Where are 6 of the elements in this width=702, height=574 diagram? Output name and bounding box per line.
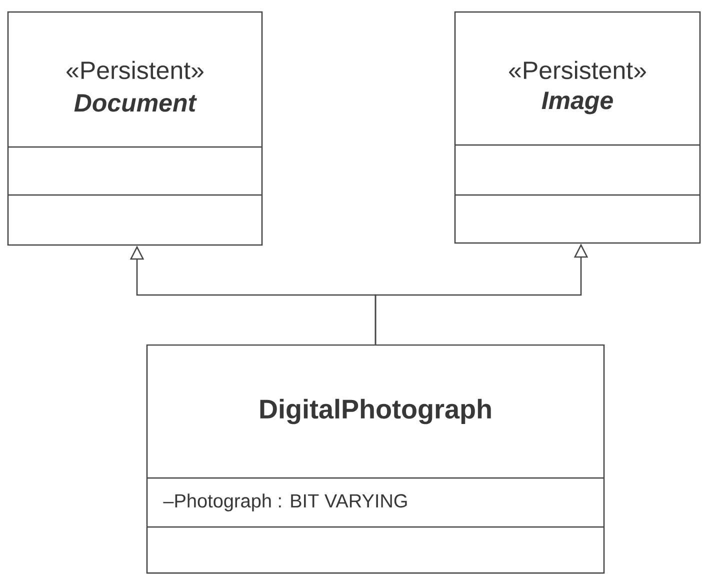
class-name: Image: [542, 92, 613, 114]
stereotype-label: «Persistent»: [66, 60, 204, 80]
class-name: Document: [74, 94, 197, 112]
attribute: –Photograph : BIT VARYING: [163, 494, 407, 512]
stereotype-label: «Persistent»: [509, 60, 646, 80]
class-name: DigitalPhotograph: [260, 398, 491, 424]
